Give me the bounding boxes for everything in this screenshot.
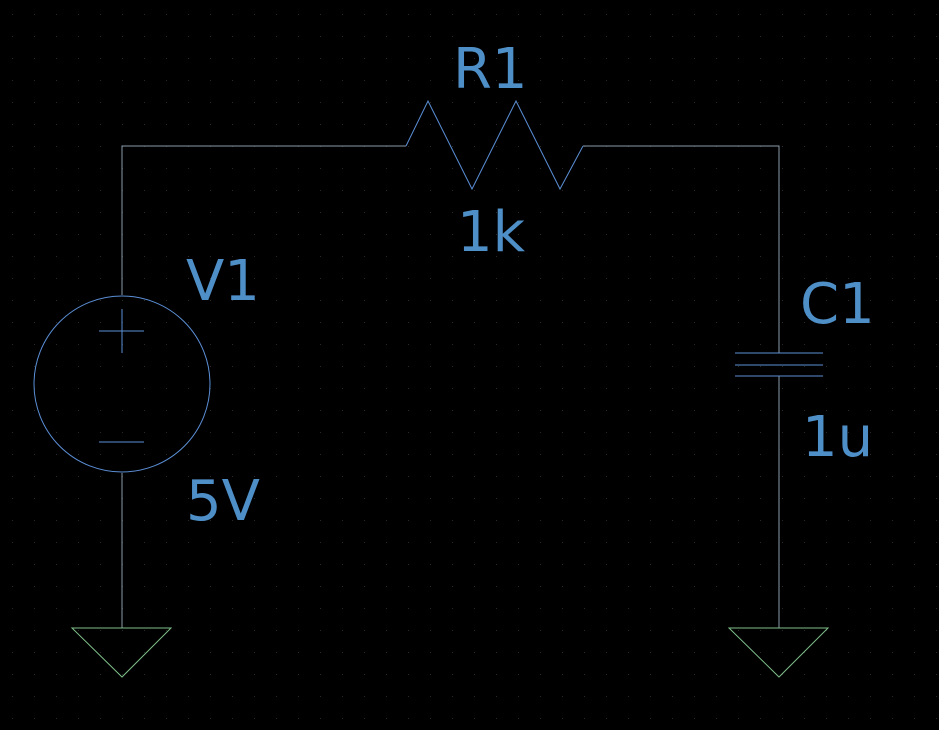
capacitor-value-label[interactable]: 1u [802,405,873,470]
grid-dots [12,14,937,719]
source-ref-label[interactable]: V1 [186,249,260,314]
resistor-zigzag [405,99,584,191]
ground-symbol-icon [70,627,173,678]
resistor-r1[interactable] [405,99,584,191]
voltage-source-body [33,295,211,473]
resistor-ref-label[interactable]: R1 [453,37,528,102]
capacitor-ref-label[interactable]: C1 [800,272,875,337]
wires [121,145,780,628]
ground-symbol-icon [727,627,830,678]
resistor-value-label[interactable]: 1k [457,200,526,265]
ground-left[interactable] [70,627,173,678]
ground-right[interactable] [727,627,830,678]
capacitor-c1[interactable] [735,352,823,377]
source-value-label[interactable]: 5V [186,469,260,534]
wire-source-to-resistor[interactable] [121,145,386,295]
voltage-source-v1[interactable] [33,295,211,473]
wire-resistor-to-capacitor[interactable] [603,145,780,353]
